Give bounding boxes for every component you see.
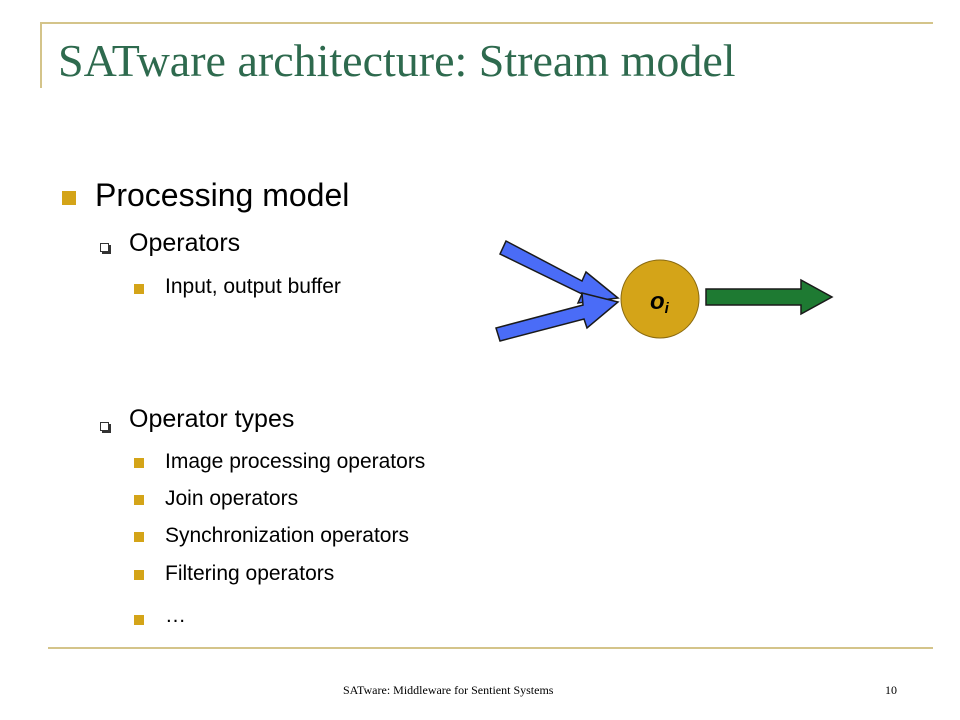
bullet-type-image: Image processing operators xyxy=(165,450,426,473)
frame-left-rule xyxy=(40,22,42,88)
bullet-type-filtering: Filtering operators xyxy=(165,562,335,585)
input-arrow-upper xyxy=(499,239,620,304)
bullet-square-icon xyxy=(62,191,76,205)
bullet-type-join: Join operators xyxy=(165,487,299,510)
output-arrow xyxy=(705,278,834,316)
slide-title: SATware architecture: Stream model xyxy=(58,35,736,86)
bullet-operator-types: Operator types xyxy=(129,405,295,433)
bullet-square-icon xyxy=(134,570,144,580)
bullet-square-icon xyxy=(134,284,144,294)
bullet-square-icon xyxy=(134,495,144,505)
footer-title: SATware: Middleware for Sentient Systems xyxy=(343,683,554,697)
input-arrow-lower xyxy=(495,292,620,342)
bullet-type-ellipsis: … xyxy=(165,604,186,627)
page-number: 10 xyxy=(885,683,897,697)
bullet-square-icon xyxy=(134,615,144,625)
bullet-square-icon xyxy=(134,532,144,542)
operator-label: oi xyxy=(650,288,670,317)
operator-label-subscript: i xyxy=(665,300,670,317)
bullet-square-icon xyxy=(134,458,144,468)
operator-node xyxy=(620,259,700,339)
hollow-box-bullet-icon xyxy=(100,243,109,252)
bullet-operators: Operators xyxy=(129,229,241,257)
bullet-buffer: Input, output buffer xyxy=(165,275,341,298)
frame-top-rule xyxy=(40,22,933,24)
bullet-processing-model: Processing model xyxy=(95,177,350,213)
hollow-box-bullet-icon xyxy=(100,422,109,431)
bullet-type-sync: Synchronization operators xyxy=(165,524,409,547)
operator-label-main: o xyxy=(650,288,665,315)
footer-rule xyxy=(48,647,933,649)
operator-diagram: oi xyxy=(495,239,834,342)
